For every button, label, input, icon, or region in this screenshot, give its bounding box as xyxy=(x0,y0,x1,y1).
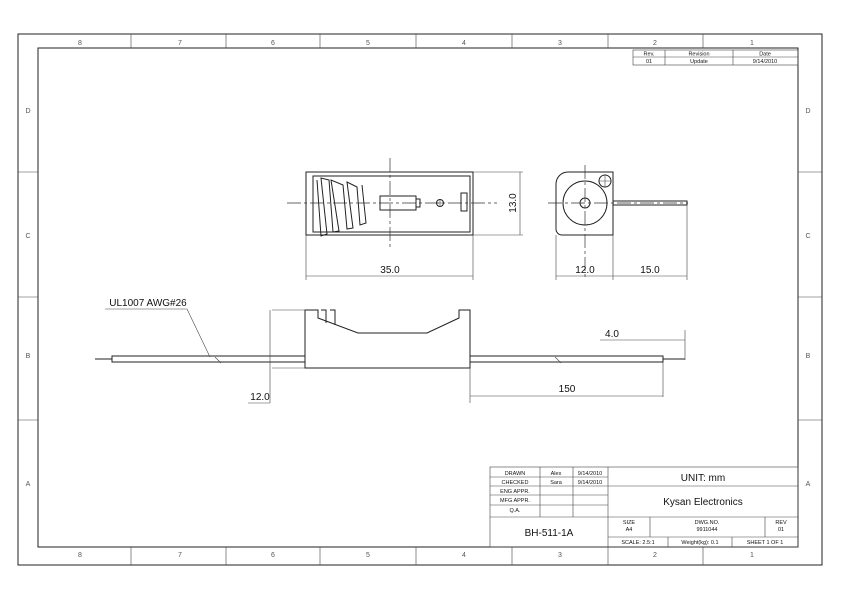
revision-table: Rev. Revision Date 01 Update 9/14/2010 xyxy=(632,49,799,66)
top-view: 35.0 13.0 xyxy=(287,158,523,280)
zones-cols-4: 4 xyxy=(462,552,466,559)
zones-cols-0: 8 xyxy=(78,552,82,559)
zones-rows-1: C xyxy=(805,233,810,240)
part-number: BH-511-1A xyxy=(525,528,574,539)
outer-border xyxy=(17,33,823,566)
zones-rows-2: B xyxy=(806,353,811,360)
dimensions-side_width: 12.0 xyxy=(575,265,595,276)
title_block-approvals-0-role: DRAWN xyxy=(505,471,526,477)
dimensions-front_height: 12.0 xyxy=(250,392,270,403)
revision_table-headers-2: Date xyxy=(759,52,771,58)
title_block-unit: UNIT: mm xyxy=(681,473,725,484)
revision_table-row-1: Update xyxy=(690,59,708,65)
title_block-rev_label: REV xyxy=(775,520,787,526)
title_block-approvals-3-role: MFG APPR. xyxy=(500,498,530,504)
zones-cols-1: 7 xyxy=(178,40,182,47)
dimensions-top_height: 13.0 xyxy=(508,193,519,213)
zones-rows-0: D xyxy=(805,108,810,115)
revision_table-row-2: 9/14/2010 xyxy=(753,59,777,65)
zones-rows-0: D xyxy=(25,108,30,115)
title_block-dwg_no: 9911044 xyxy=(696,527,717,533)
zones-rows-3: A xyxy=(26,481,31,488)
zones-cols-5: 3 xyxy=(558,40,562,47)
dimensions-wire_length: 150 xyxy=(559,384,576,395)
title_block-approvals-4-role: Q.A. xyxy=(509,508,520,514)
side-view: 12.0 15.0 xyxy=(548,165,688,280)
zones-cols-7: 1 xyxy=(750,40,754,47)
title_block-approvals-0-date: 9/14/2010 xyxy=(578,471,602,477)
title_block-approvals-1-name: Sara xyxy=(550,480,563,486)
zones-cols-3: 5 xyxy=(366,552,370,559)
title_block-rev: 01 xyxy=(778,527,784,533)
zones-cols-0: 8 xyxy=(78,40,82,47)
title_block-approvals-0-name: Alex xyxy=(551,471,562,477)
zones-rows-2: B xyxy=(26,353,31,360)
title_block-sheet: SHEET 1 OF 1 xyxy=(747,540,784,546)
title_block-size_label: SIZE xyxy=(623,520,636,526)
dimensions-strip_length: 4.0 xyxy=(605,329,619,340)
zone-labels: 8 7 6 5 4 3 2 1 8 7 6 5 4 3 2 1 D C B A … xyxy=(25,40,810,559)
dimensions-top_length: 35.0 xyxy=(380,265,400,276)
spring xyxy=(316,177,367,237)
title_block-company: Kysan Electronics xyxy=(663,497,742,508)
title_block-approvals-2-role: ENG APPR. xyxy=(500,489,530,495)
revision_table-headers-1: Revision xyxy=(688,52,709,58)
zone-ticks xyxy=(18,34,822,565)
zones-cols-5: 3 xyxy=(558,552,562,559)
zones-cols-2: 6 xyxy=(271,40,275,47)
zones-cols-2: 6 xyxy=(271,552,275,559)
zones-cols-4: 4 xyxy=(462,40,466,47)
title_block-scale: SCALE: 2.5:1 xyxy=(621,540,654,546)
zones-rows-1: C xyxy=(25,233,30,240)
title-block: DRAWN Alex 9/14/2010 CHECKED Sara 9/14/2… xyxy=(489,466,799,548)
title_block-weight: Weight(kg): 0.1 xyxy=(681,540,718,546)
zones-rows-3: A xyxy=(806,481,811,488)
revision_table-headers-0: Rev. xyxy=(644,52,655,58)
title_block-size: A4 xyxy=(626,527,633,533)
dimensions-side_lead: 15.0 xyxy=(640,265,660,276)
inner-border xyxy=(37,47,799,548)
revision_table-row-0: 01 xyxy=(646,59,652,65)
zones-cols-7: 1 xyxy=(750,552,754,559)
front-view: 12.0 150 4.0 UL1007 AWG#26 xyxy=(95,298,686,404)
wire-label: UL1007 AWG#26 xyxy=(109,298,187,309)
title_block-approvals-1-date: 9/14/2010 xyxy=(578,480,602,486)
zones-cols-6: 2 xyxy=(653,552,657,559)
zones-cols-6: 2 xyxy=(653,40,657,47)
title_block-dwg_label: DWG.NO. xyxy=(695,520,720,526)
title_block-approvals-1-role: CHECKED xyxy=(502,480,529,486)
zones-cols-1: 7 xyxy=(178,552,182,559)
zones-cols-3: 5 xyxy=(366,40,370,47)
